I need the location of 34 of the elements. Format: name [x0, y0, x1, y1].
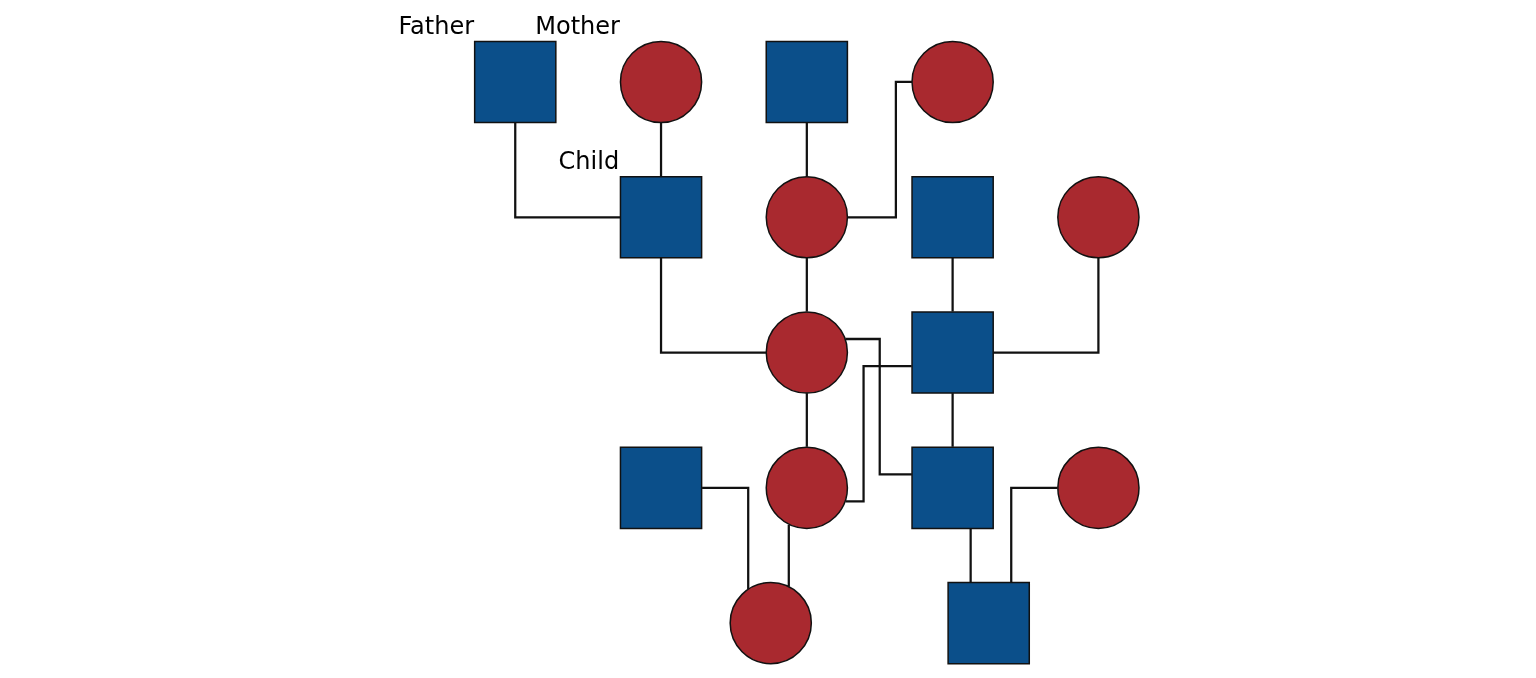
connector — [951, 393, 954, 447]
connector — [1009, 486, 1057, 583]
connector — [844, 337, 912, 476]
node-box — [946, 581, 1030, 665]
connector — [513, 122, 620, 219]
node-box — [473, 40, 557, 124]
node-box — [619, 175, 702, 259]
connector — [787, 524, 790, 587]
connector — [969, 528, 972, 583]
connector — [805, 122, 808, 177]
node-circle — [1056, 175, 1140, 259]
connector — [659, 257, 766, 354]
node-box — [765, 40, 848, 124]
connector — [805, 257, 808, 312]
connector — [951, 257, 954, 312]
node-circle — [765, 175, 848, 259]
node-box — [910, 446, 994, 530]
node-circle — [765, 311, 848, 394]
node-circle — [910, 40, 994, 124]
node-circle — [728, 581, 812, 665]
node-circle — [765, 446, 848, 530]
node-circle — [619, 40, 702, 124]
node-label: Father — [398, 11, 474, 40]
node-box — [910, 175, 994, 259]
connector — [805, 393, 808, 447]
node-label: Child — [558, 146, 619, 175]
node-box — [619, 446, 702, 530]
connector — [659, 122, 662, 177]
connector — [701, 486, 749, 589]
node-circle — [1056, 446, 1140, 530]
connector — [992, 257, 1100, 354]
connector — [847, 80, 912, 219]
node-box — [910, 311, 994, 394]
node-label: Mother — [534, 11, 620, 40]
